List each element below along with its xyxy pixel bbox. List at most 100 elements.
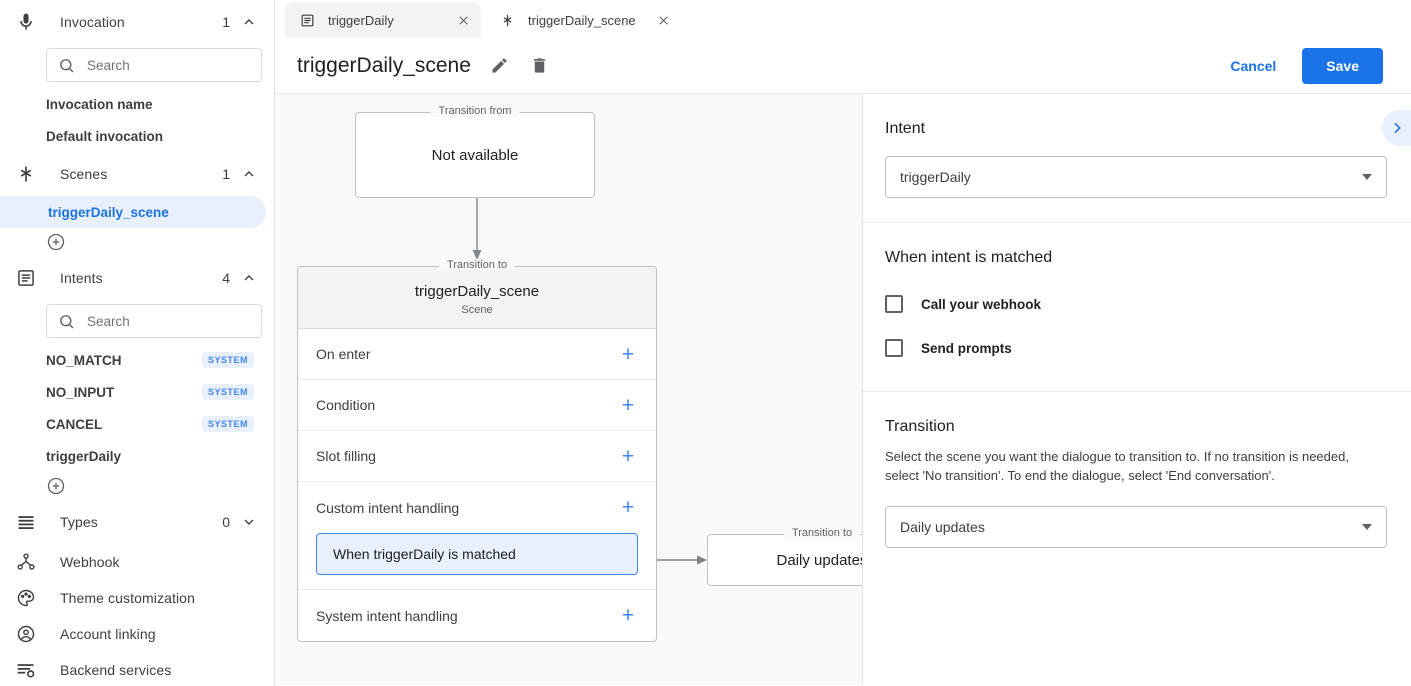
details-panel: Intent triggerDaily When intent is match… bbox=[862, 94, 1411, 685]
sidebar-group-intents[interactable]: Intents 4 bbox=[0, 256, 274, 300]
add-system-intent-handling-icon[interactable]: + bbox=[621, 604, 635, 627]
sidebar-item-cancel[interactable]: CANCEL SYSTEM bbox=[8, 408, 266, 440]
add-custom-intent-handling-icon[interactable]: + bbox=[621, 496, 635, 519]
sidebar-item-label: Default invocation bbox=[46, 128, 164, 144]
scene-row-slot-filling[interactable]: Slot filling + bbox=[298, 431, 656, 482]
intents-search-wrap bbox=[0, 300, 274, 344]
transition-description: Select the scene you want the dialogue t… bbox=[885, 449, 1349, 483]
invocation-search-input[interactable] bbox=[85, 56, 266, 74]
send-prompts-checkbox[interactable] bbox=[885, 339, 903, 357]
sidebar-item-backend-services[interactable]: Backend services bbox=[0, 652, 274, 686]
sidebar-item-invocation-name[interactable]: Invocation name bbox=[8, 88, 266, 120]
scene-row-label: On enter bbox=[316, 346, 371, 362]
status-badge: SYSTEM bbox=[201, 352, 254, 368]
sidebar-item-theme-customization[interactable]: Theme customization bbox=[0, 580, 274, 616]
sidebar-group-types[interactable]: Types 0 bbox=[0, 500, 274, 544]
scene-row-condition[interactable]: Condition + bbox=[298, 380, 656, 431]
invocation-search-wrap bbox=[0, 44, 274, 88]
chevron-down-icon[interactable] bbox=[240, 513, 258, 531]
sidebar-item-no-input[interactable]: NO_INPUT SYSTEM bbox=[8, 376, 266, 408]
microphone-icon bbox=[14, 10, 38, 34]
invocation-search-box[interactable] bbox=[46, 48, 266, 82]
sidebar-item-triggerdaily-scene[interactable]: triggerDaily_scene bbox=[0, 196, 266, 228]
intents-search-input[interactable] bbox=[85, 312, 266, 330]
scene-graph-canvas[interactable]: Transition from Not available Transition… bbox=[275, 94, 862, 685]
sidebar-item-webhook[interactable]: Webhook bbox=[0, 544, 274, 580]
main-area: triggerDaily triggerDaily_scene triggerD… bbox=[275, 0, 1411, 686]
sidebar-group-count: 1 bbox=[222, 14, 230, 30]
sidebar-item-label: Account linking bbox=[60, 626, 156, 642]
sidebar-group-scenes[interactable]: Scenes 1 bbox=[0, 152, 274, 196]
scene-flow-icon bbox=[14, 162, 38, 186]
types-icon bbox=[14, 510, 38, 534]
sidebar-group-label: Intents bbox=[60, 270, 103, 286]
intent-section: Intent triggerDaily bbox=[863, 94, 1411, 223]
transition-target-text: Daily updates bbox=[776, 551, 862, 569]
left-sidebar: Invocation 1 Invocation name Default inv… bbox=[0, 0, 275, 686]
intent-select[interactable]: triggerDaily bbox=[885, 156, 1387, 198]
scene-card: Transition to triggerDaily_scene Scene O… bbox=[297, 259, 657, 642]
sidebar-item-triggerdaily[interactable]: triggerDaily bbox=[8, 440, 266, 472]
tab-triggerdaily-scene[interactable]: triggerDaily_scene bbox=[485, 2, 681, 38]
send-prompts-checkbox-row[interactable]: Send prompts bbox=[885, 329, 1387, 367]
transition-target-node[interactable]: Transition to Daily updates bbox=[707, 527, 862, 586]
when-intent-matched-heading: When intent is matched bbox=[885, 249, 1053, 266]
scene-row-system-intent-handling[interactable]: System intent handling + bbox=[298, 590, 656, 641]
close-icon[interactable] bbox=[455, 12, 471, 28]
cancel-button[interactable]: Cancel bbox=[1218, 50, 1288, 82]
sidebar-item-default-invocation[interactable]: Default invocation bbox=[8, 120, 266, 152]
chevron-up-icon[interactable] bbox=[240, 165, 258, 183]
intents-search-box[interactable] bbox=[46, 304, 266, 338]
scene-row-label: Slot filling bbox=[316, 448, 376, 464]
save-button[interactable]: Save bbox=[1302, 47, 1383, 84]
sidebar-group-label: Invocation bbox=[60, 14, 125, 30]
chevron-right-icon[interactable] bbox=[1382, 110, 1411, 146]
scene-type: Scene bbox=[461, 304, 493, 316]
pencil-icon[interactable] bbox=[489, 55, 511, 77]
sidebar-item-label: Webhook bbox=[60, 554, 120, 570]
sidebar-item-label: CANCEL bbox=[46, 416, 103, 432]
sidebar-group-label: Types bbox=[60, 514, 98, 530]
chevron-up-icon[interactable] bbox=[240, 269, 258, 287]
tab-bar: triggerDaily triggerDaily_scene bbox=[275, 0, 1411, 38]
call-your-webhook-checkbox-row[interactable]: Call your webhook bbox=[885, 285, 1387, 323]
sidebar-item-label: triggerDaily bbox=[46, 448, 122, 464]
scene-row-custom-intent-handling[interactable]: Custom intent handling + bbox=[298, 482, 656, 533]
when-intent-matched-section: When intent is matched Call your webhook… bbox=[863, 223, 1411, 392]
add-condition-icon[interactable]: + bbox=[621, 393, 635, 417]
webhook-icon bbox=[14, 550, 38, 574]
trash-icon[interactable] bbox=[529, 55, 551, 77]
add-on-enter-icon[interactable]: + bbox=[621, 342, 635, 366]
dropdown-caret-icon bbox=[1362, 523, 1372, 530]
scene-row-on-enter[interactable]: On enter + bbox=[298, 329, 656, 380]
sidebar-item-label: triggerDaily_scene bbox=[48, 204, 169, 220]
add-intent-icon[interactable] bbox=[46, 476, 66, 496]
transition-from-legend: Transition from bbox=[430, 105, 520, 117]
intent-handler-chip[interactable]: When triggerDaily is matched bbox=[316, 533, 638, 575]
add-scene-icon[interactable] bbox=[46, 232, 66, 252]
sidebar-group-invocation[interactable]: Invocation 1 bbox=[0, 0, 274, 44]
transition-target-legend: Transition to bbox=[783, 527, 861, 539]
scene-card-header[interactable]: triggerDaily_scene Scene bbox=[298, 267, 656, 329]
sidebar-item-no-match[interactable]: NO_MATCH SYSTEM bbox=[8, 344, 266, 376]
call-your-webhook-label: Call your webhook bbox=[921, 296, 1042, 312]
transition-heading: Transition bbox=[885, 418, 955, 435]
add-intent-row bbox=[0, 472, 274, 500]
chevron-up-icon[interactable] bbox=[240, 13, 258, 31]
close-icon[interactable] bbox=[655, 12, 671, 28]
dropdown-caret-icon bbox=[1362, 174, 1372, 180]
scene-row-label: Custom intent handling bbox=[316, 499, 460, 516]
sidebar-item-label: NO_INPUT bbox=[46, 384, 115, 400]
backend-services-icon bbox=[14, 658, 38, 682]
sidebar-item-label: Backend services bbox=[60, 662, 172, 678]
sidebar-item-account-linking[interactable]: Account linking bbox=[0, 616, 274, 652]
add-slot-filling-icon[interactable]: + bbox=[621, 444, 635, 468]
call-your-webhook-checkbox[interactable] bbox=[885, 295, 903, 313]
transition-from-node[interactable]: Transition from Not available bbox=[355, 105, 595, 198]
sidebar-group-count: 0 bbox=[222, 514, 230, 530]
transition-from-text: Not available bbox=[431, 146, 519, 164]
transition-to-legend: Transition to bbox=[438, 259, 516, 271]
tab-triggerdaily[interactable]: triggerDaily bbox=[285, 2, 481, 38]
transition-select[interactable]: Daily updates bbox=[885, 505, 1387, 548]
scene-flow-icon bbox=[499, 12, 516, 29]
